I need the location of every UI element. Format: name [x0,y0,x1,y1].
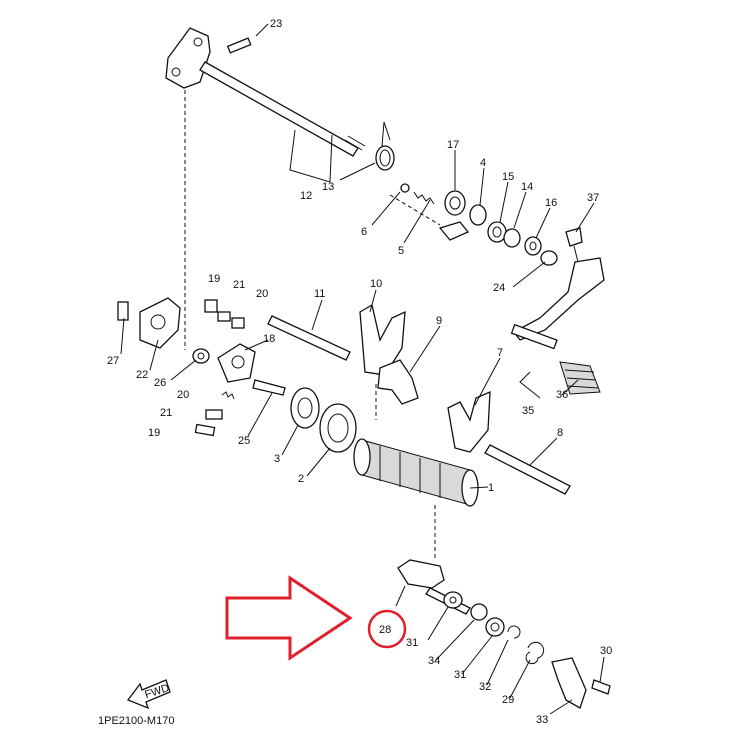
callout-23: 23 [270,18,282,30]
callout-13: 13 [322,181,334,193]
callout-8: 8 [557,427,563,439]
shift-drum [353,438,479,560]
fork-shafts [267,315,571,495]
callout-21-low: 21 [160,407,172,419]
callout-14: 14 [521,181,533,193]
shift-pedal [510,227,605,395]
callout-5: 5 [398,245,404,257]
highlight-arrow [225,575,407,661]
callout-30: 30 [600,645,612,657]
callout-33: 33 [536,714,548,726]
shift-forks [359,303,491,453]
callout-31-lower: 31 [454,669,466,681]
callout-34: 34 [428,655,440,667]
bolt-and-spring [389,183,470,241]
callout-32: 32 [479,681,491,693]
callout-12: 12 [300,190,312,202]
callout-1: 1 [488,482,494,494]
callout-19-low: 19 [148,427,160,439]
shift-lever-lower [397,559,611,709]
stopper-lever [117,297,210,364]
fwd-label: FWD [143,682,171,701]
shift-shaft-assembly [165,27,366,350]
callout-10: 10 [370,278,382,290]
leader-lines [120,23,605,715]
callout-18: 18 [263,333,275,345]
washers-upper [444,190,542,256]
callout-4: 4 [480,157,486,169]
callout-37: 37 [587,192,599,204]
callout-29: 29 [502,694,514,706]
diagram-code: 1PE2100-M170 [98,715,175,727]
callout-31-upper: 31 [406,637,418,649]
callout-19-top: 19 [208,273,220,285]
callout-36: 36 [556,389,568,401]
torsion-spring [375,121,395,171]
callout-27: 27 [107,355,119,367]
callout-7: 7 [497,347,503,359]
callout-20-top: 20 [256,288,268,300]
callout-22: 22 [136,369,148,381]
callout-20-low: 20 [177,389,189,401]
callout-9: 9 [436,315,442,327]
callout-3: 3 [274,453,280,465]
callout-16: 16 [545,197,557,209]
drum-bearing-parts [252,379,357,453]
forward-arrow-icon: FWD [126,679,171,710]
highlight-circle [367,609,407,649]
callout-28: 28 [379,624,391,636]
callout-24: 24 [493,282,505,294]
callout-21-top: 21 [233,279,245,291]
callout-2: 2 [298,473,304,485]
callout-11: 11 [314,288,325,300]
shift-segment [194,299,256,437]
callout-17: 17 [447,139,459,151]
callout-26: 26 [154,377,166,389]
callout-35: 35 [522,405,534,417]
callout-15: 15 [502,171,514,183]
callout-25: 25 [238,435,250,447]
callout-6: 6 [361,226,367,238]
callout-labels: 23 12 13 6 5 17 4 15 14 16 37 24 35 36 1… [107,18,612,726]
